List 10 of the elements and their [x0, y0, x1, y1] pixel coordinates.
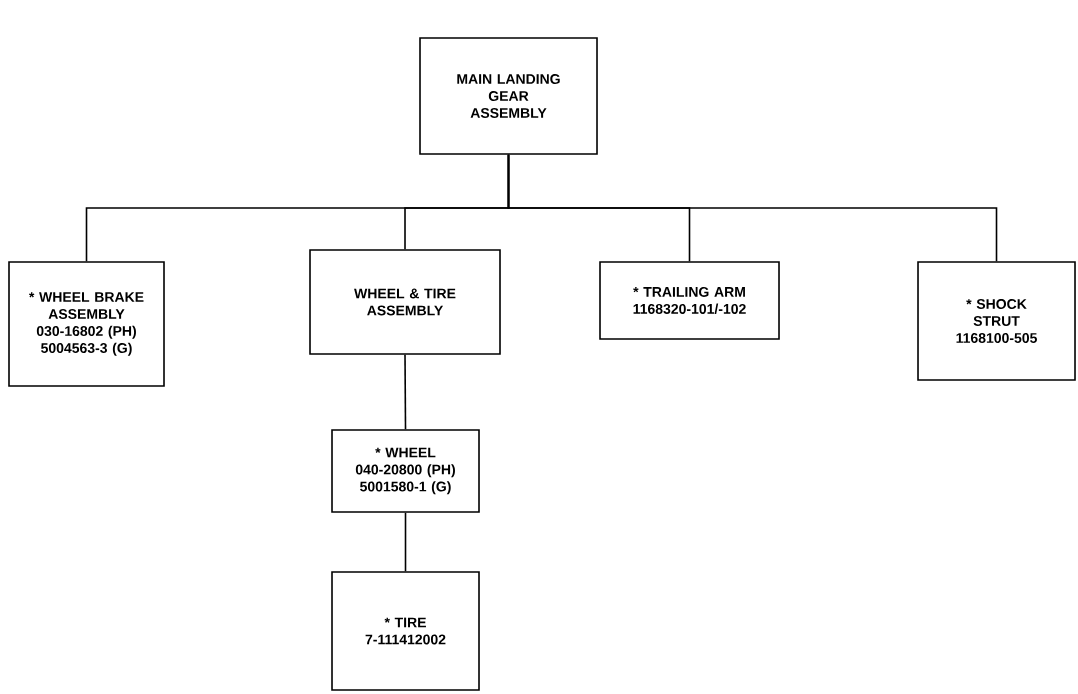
part-box: * TIRE 7-111412002 [331, 571, 480, 691]
part-box: WHEEL & TIRE ASSEMBLY [309, 249, 501, 355]
part-box: * WHEEL 040-20800 (PH) 5001580-1 (G) [331, 429, 480, 513]
connector-line [507, 154, 998, 262]
part-box: * TRAILING ARM 1168320-101/-102 [599, 261, 780, 340]
connector-line [404, 512, 407, 572]
connector-line [404, 354, 407, 430]
part-box: * WHEEL BRAKE ASSEMBLY 030-16802 (PH) 5004563-3 (G) [8, 261, 165, 387]
part-box: * SHOCK STRUT 1168100-505 [917, 261, 1076, 381]
part-box: MAIN LANDING GEAR ASSEMBLY [419, 37, 598, 155]
